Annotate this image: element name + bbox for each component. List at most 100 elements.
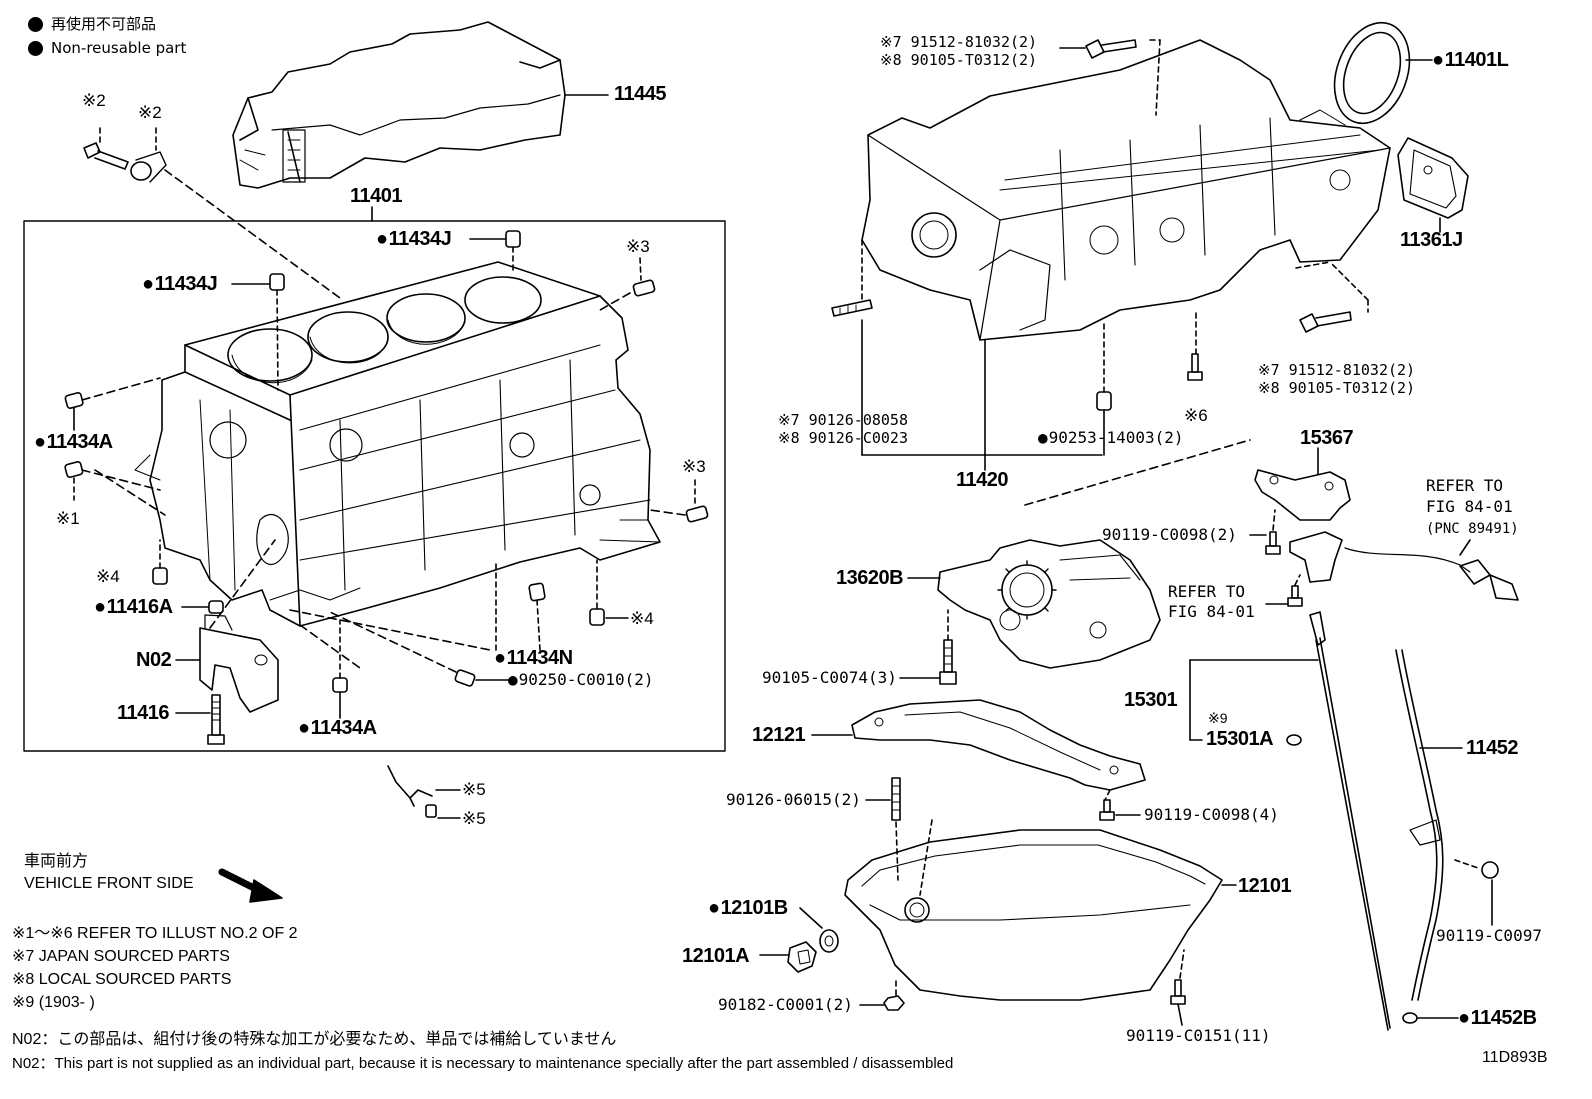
label-12121[interactable]: 12121	[752, 724, 806, 746]
nut-90182-drawing	[883, 995, 905, 1011]
refer-b-line2: FIG 84-01	[1168, 602, 1255, 621]
footnote-jp: N02：この部品は、組付け後の特殊な加工が必要なため、単品では補給していません	[12, 1031, 617, 1048]
o-ring-15301a-drawing	[1286, 734, 1302, 746]
pin-90250-drawing	[454, 669, 476, 687]
label-11401[interactable]: 11401	[350, 185, 403, 207]
label-bolt-right-b[interactable]: ※8 90105-T0312(2)	[1258, 379, 1416, 397]
ref-3b: ※3	[682, 457, 706, 476]
baffle-plate-12121-drawing	[851, 699, 1146, 791]
label-stud-b[interactable]: ※8 90126-C0023	[778, 429, 908, 447]
o-ring-11452b-drawing	[1402, 1012, 1418, 1024]
pin-90253-drawing	[1096, 391, 1112, 411]
vehicle-front-jp: 車両前方	[24, 853, 89, 870]
label-90119-c0098-2[interactable]: 90119-C0098(2)	[1102, 525, 1237, 544]
filled-circle-icon	[28, 40, 43, 56]
label-90182[interactable]: 90182-C0001(2)	[718, 995, 853, 1014]
label-11361j[interactable]: 11361J	[1400, 229, 1463, 251]
label-15301[interactable]: 15301	[1124, 689, 1178, 711]
oil-seal-11401l-drawing	[1333, 21, 1411, 125]
bolt-90119-c0097-drawing	[1481, 861, 1499, 879]
dipstick-15301-drawing	[1309, 611, 1391, 1031]
guide-tube-11452-drawing	[1395, 649, 1444, 1001]
label-bolt-top-a[interactable]: ※7 91512-81032(2)	[880, 33, 1038, 51]
label-90119-c0097[interactable]: 90119-C0097	[1436, 926, 1542, 945]
ref-1: ※1	[56, 509, 80, 528]
stud-90126-06015-drawing	[891, 777, 901, 821]
knock-pin-11434j-left-drawing	[269, 273, 285, 291]
label-12101[interactable]: 12101	[1238, 875, 1292, 897]
legend-row-jp: 再使用不可部品	[28, 12, 186, 36]
bearing-cap-n02-drawing	[199, 614, 279, 713]
knock-pin-ref4-right-drawing	[589, 608, 605, 626]
bolt-top-drawing	[1085, 39, 1137, 59]
filled-circle-icon	[28, 16, 43, 32]
label-stud-a[interactable]: ※7 90126-08058	[778, 411, 908, 429]
crankcase-11420-drawing	[861, 39, 1391, 341]
knock-pin-ref1-drawing	[64, 461, 84, 478]
label-bolt-right-a[interactable]: ※7 91512-81032(2)	[1258, 361, 1416, 379]
label-11420[interactable]: 11420	[956, 469, 1009, 491]
oil-level-sensor-drawing	[1289, 531, 1519, 601]
bolt-90119-c0098-2-drawing	[1265, 531, 1281, 555]
label-12101b[interactable]: 12101B	[708, 898, 789, 918]
label-11452b[interactable]: 11452B	[1458, 1008, 1537, 1028]
knock-pin-11434a-bot-drawing	[332, 677, 348, 693]
gasket-12101b-drawing	[819, 929, 839, 953]
label-90105-c0074[interactable]: 90105-C0074(3)	[762, 668, 897, 687]
bolt-ref6-drawing	[1187, 353, 1203, 381]
legend-row-en: Non-reusable part	[28, 36, 186, 60]
note-ref7: ※7 JAPAN SOURCED PARTS	[12, 948, 230, 965]
stud-drawing	[831, 299, 873, 317]
ref-5a: ※5	[462, 780, 486, 799]
knock-pin-ref3-right-drawing	[685, 505, 709, 523]
legend-label-jp: 再使用不可部品	[51, 15, 157, 33]
label-11445[interactable]: 11445	[614, 83, 667, 105]
figure-id: 11D893B	[1482, 1049, 1548, 1066]
oil-pan-12101-drawing	[844, 829, 1223, 1001]
ref-2a: ※2	[82, 91, 106, 110]
footnote-en: N02：This part is not supplied as an indi…	[12, 1055, 954, 1072]
label-13620b[interactable]: 13620B	[836, 567, 904, 589]
knock-pin-ref3-top-drawing	[632, 279, 656, 297]
refer-b-line1: REFER TO	[1168, 582, 1246, 601]
label-12101a[interactable]: 12101A	[682, 945, 750, 967]
label-11452[interactable]: 11452	[1466, 737, 1519, 759]
knock-pin-11434a-left-drawing	[64, 392, 84, 409]
label-n02[interactable]: N02	[136, 649, 172, 671]
label-11416[interactable]: 11416	[117, 702, 170, 724]
ref-5b: ※5	[462, 809, 486, 828]
label-90253[interactable]: 90253-14003(2)	[1038, 430, 1184, 446]
insulator-11445-drawing	[232, 21, 566, 189]
bolt-90119-c0151-drawing	[1170, 979, 1186, 1005]
refer-a-line2: FIG 84-01	[1426, 497, 1513, 516]
label-11434j-left[interactable]: 11434J	[142, 274, 218, 294]
note-ref1-6: ※1～※6 REFER TO ILLUST NO.2 OF 2	[12, 925, 298, 942]
label-11434n[interactable]: 11434N	[494, 648, 573, 668]
ref-9: ※9	[1208, 710, 1228, 726]
bolt-90119-c0098-4-drawing	[1099, 799, 1115, 821]
label-90119-c0098-4[interactable]: 90119-C0098(4)	[1144, 805, 1279, 824]
bolt-refer-b-drawing	[1287, 585, 1303, 607]
ref-4a: ※4	[96, 567, 120, 586]
label-90126-06015[interactable]: 90126-06015(2)	[726, 790, 861, 809]
oil-pump-13620b-drawing	[937, 539, 1161, 669]
bracket-15367-drawing	[1254, 469, 1351, 521]
label-11434j-top[interactable]: 11434J	[376, 229, 452, 249]
label-11434a-left[interactable]: 11434A	[34, 432, 113, 452]
label-15301a[interactable]: 15301A	[1206, 728, 1274, 750]
knock-pin-ref4-left-drawing	[152, 567, 168, 585]
label-bolt-top-b[interactable]: ※8 90105-T0312(2)	[880, 51, 1038, 69]
label-90250[interactable]: 90250-C0010(2)	[508, 672, 654, 688]
label-11434a-bot[interactable]: 11434A	[298, 718, 377, 738]
label-11416a[interactable]: 11416A	[94, 597, 173, 617]
ref-2b: ※2	[138, 103, 162, 122]
note-ref9: ※9 (1903- )	[12, 994, 95, 1011]
gasket-11361j-drawing	[1397, 137, 1469, 219]
legend: 再使用不可部品 Non-reusable part	[28, 12, 186, 60]
bolt-90105-drawing	[939, 639, 957, 685]
label-90119-c0151[interactable]: 90119-C0151(11)	[1126, 1026, 1271, 1045]
label-15367[interactable]: 15367	[1300, 427, 1354, 449]
label-11401l[interactable]: 11401L	[1432, 50, 1509, 70]
knock-pin-11434j-top-drawing	[505, 230, 521, 248]
